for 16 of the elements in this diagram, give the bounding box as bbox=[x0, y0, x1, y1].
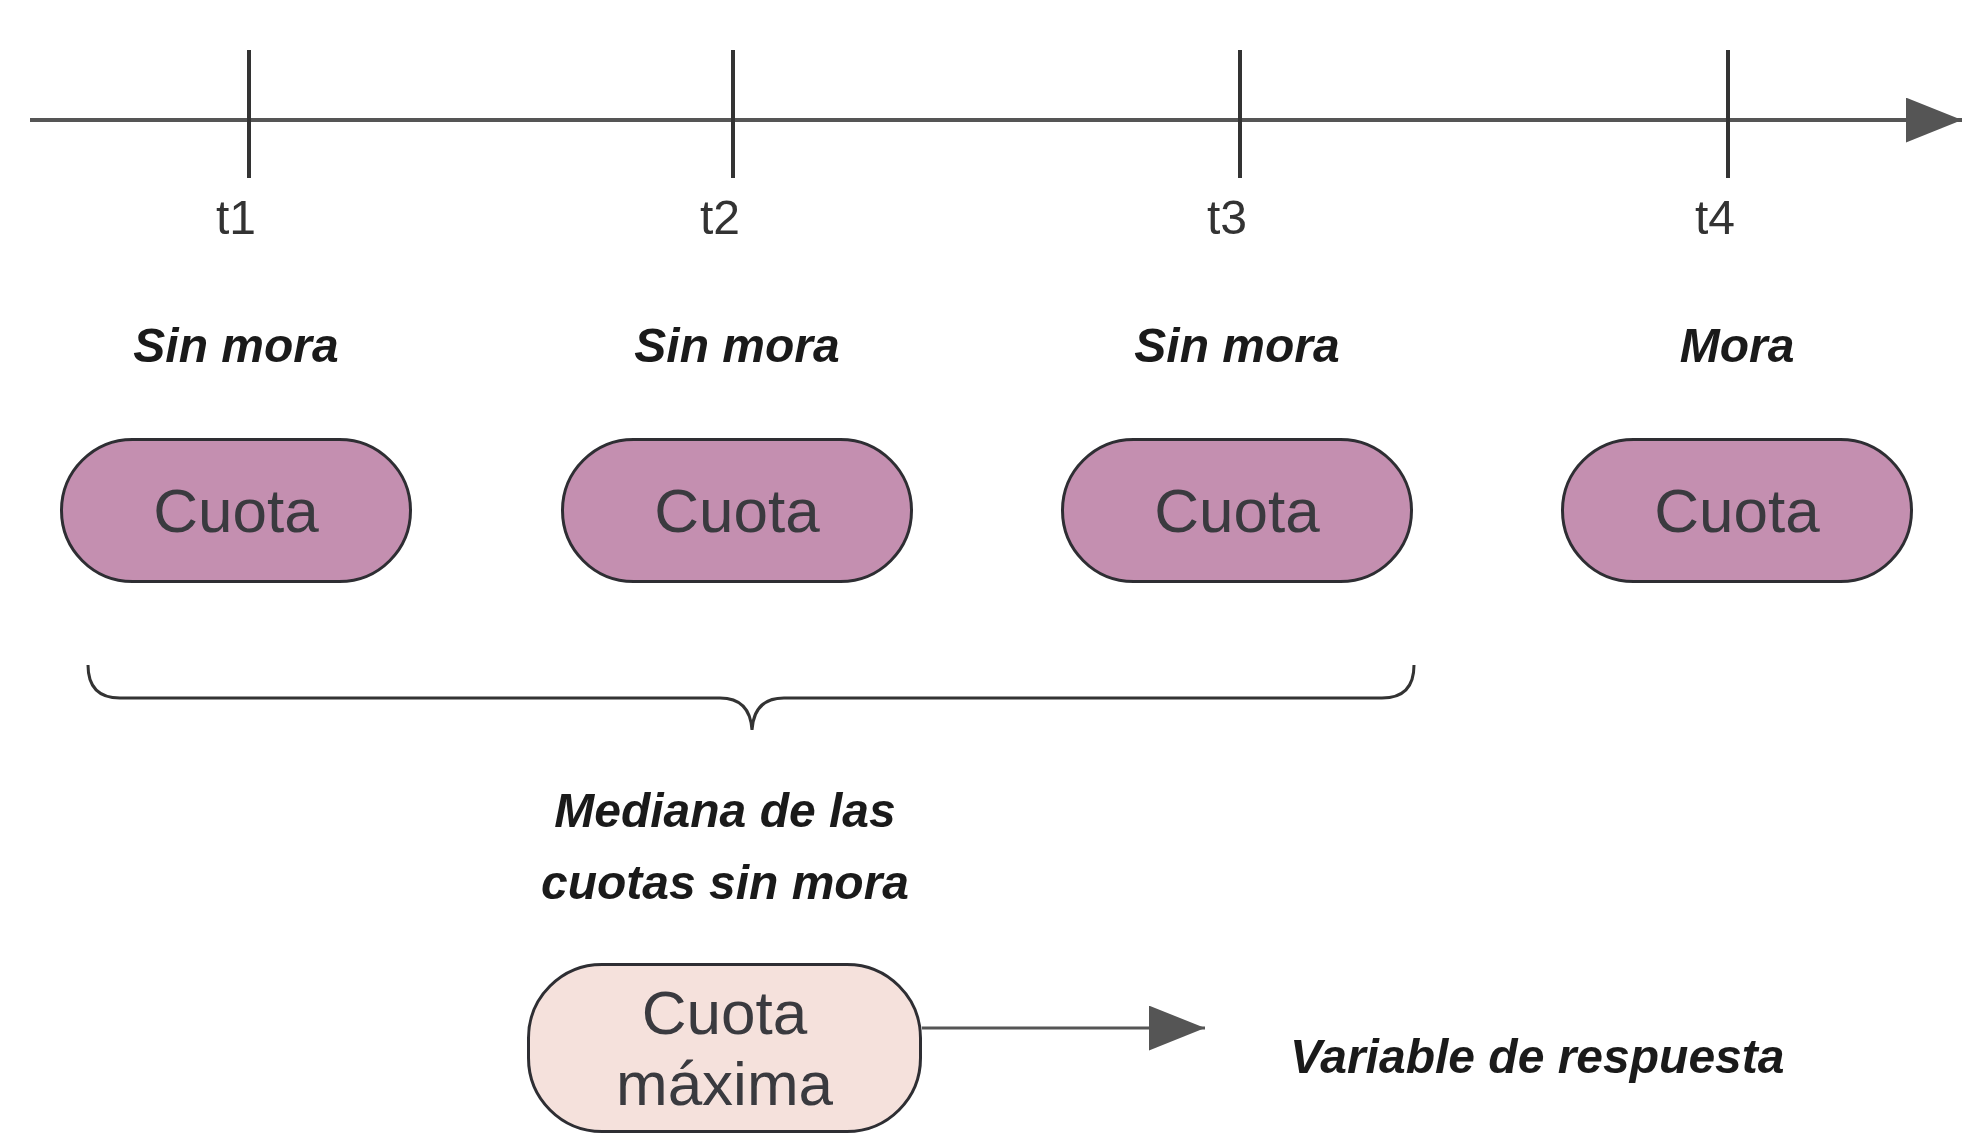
time-label: t4 bbox=[1695, 190, 1735, 245]
time-label: t1 bbox=[216, 190, 256, 245]
time-label: t2 bbox=[700, 190, 740, 245]
response-label: Variable de respuesta bbox=[1290, 1022, 1930, 1092]
installment-pill: Cuota bbox=[60, 438, 412, 583]
result-pill: Cuota máxima bbox=[527, 963, 922, 1133]
time-label: t3 bbox=[1207, 190, 1247, 245]
status-label: Sin mora bbox=[634, 318, 840, 373]
installment-pill: Cuota bbox=[1561, 438, 1913, 583]
arrow bbox=[922, 1005, 1205, 1051]
status-label: Mora bbox=[1679, 318, 1795, 373]
status-label: Sin mora bbox=[1134, 318, 1340, 373]
status-label: Sin mora bbox=[133, 318, 339, 373]
installment-pill: Cuota bbox=[561, 438, 913, 583]
brace-caption: Mediana de las cuotas sin mora bbox=[539, 783, 911, 911]
installment-pill: Cuota bbox=[1061, 438, 1413, 583]
